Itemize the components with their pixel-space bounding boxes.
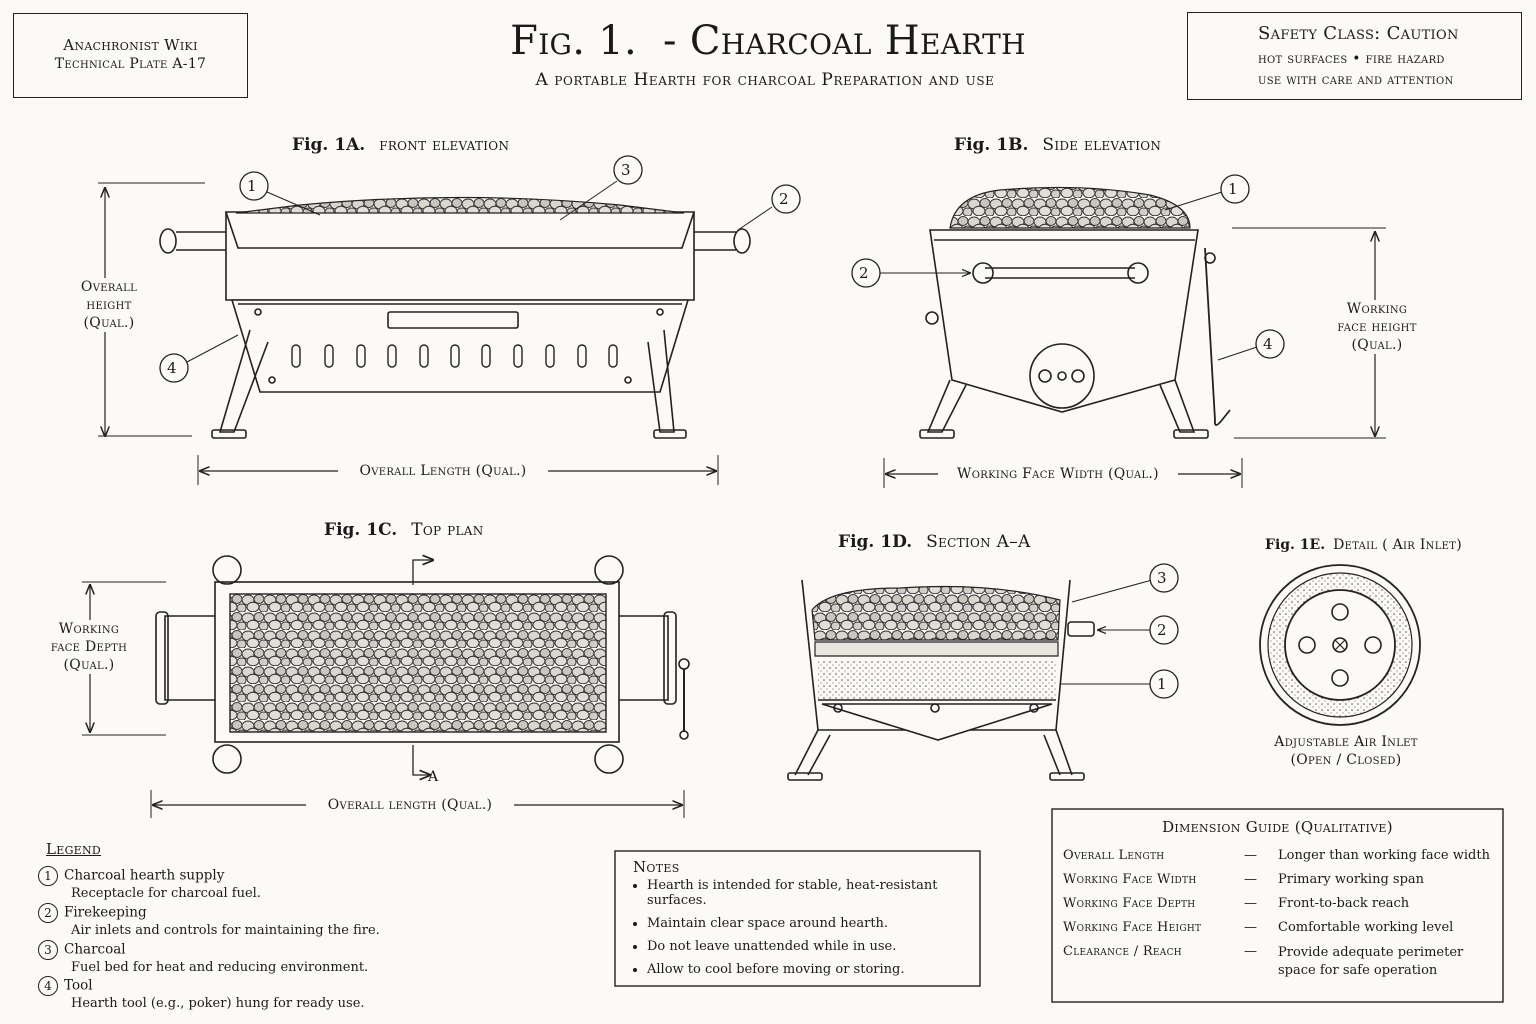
safety-title: Safety Class: Caution [1258, 23, 1459, 44]
callout-3: 3 [621, 161, 631, 179]
section-mark-label: A [428, 769, 439, 785]
dimension-guide-value: Longer than working face width [1278, 848, 1490, 863]
callout-4: 4 [1263, 335, 1273, 353]
working-face-depth-label: Working face Depth (Qual.) [46, 620, 132, 674]
callout-4: 4 [167, 359, 177, 377]
notes-title: Notes [633, 858, 680, 876]
legend-item: 4 Tool Hearth tool (e.g., poker) hung for… [38, 976, 365, 1012]
dimension-guide-dash: — [1244, 896, 1257, 911]
safety-line-1: hot surfaces • fire hazard [1258, 51, 1445, 67]
air-inlet-caption-line-2: (Open / Closed) [1290, 752, 1402, 768]
plate-id: Technical Plate A-17 [54, 56, 207, 72]
legend-item-name: Firekeeping [64, 904, 147, 921]
fig-1e-number: Fig. 1E. [1265, 537, 1326, 553]
callout-2: 2 [859, 264, 869, 282]
safety-box: Safety Class: Caution hot surfaces • fir… [1187, 12, 1522, 100]
callout-1: 1 [1157, 675, 1167, 693]
callout-2: 2 [1157, 621, 1167, 639]
legend-item: 3 Charcoal Fuel bed for heat and reducing… [38, 940, 368, 976]
legend-item: 2 Firekeeping Air inlets and controls for… [38, 903, 380, 939]
working-face-height-label: Working face height (Qual.) [1337, 300, 1417, 354]
fig-1a-name: front elevation [379, 135, 510, 155]
legend-item-number: 2 [38, 903, 58, 923]
fig-1b-title: Fig. 1B. Side elevation [954, 135, 1161, 155]
callout-1: 1 [247, 177, 257, 195]
legend-item-description: Hearth tool (e.g., poker) hung for ready… [71, 996, 365, 1011]
fig-1a-title: Fig. 1A. front elevation [292, 135, 509, 155]
fig-1d-number: Fig. 1D. [838, 532, 913, 552]
page-subtitle: A portable Hearth for charcoal Preparati… [535, 70, 995, 90]
safety-line-2: use with care and attention [1258, 72, 1454, 88]
fig-1e-name: Detail ( Air Inlet) [1333, 537, 1463, 553]
dimension-guide-key: Clearance / Reach [1063, 944, 1182, 959]
overall-length-label-top: Overall length (Qual.) [306, 796, 514, 814]
fig-1b-name: Side elevation [1042, 135, 1162, 155]
dimension-guide-key: Working Face Depth [1063, 896, 1196, 911]
callout-3: 3 [1157, 569, 1167, 587]
legend-item-number: 1 [38, 866, 58, 886]
notes-list: Hearth is intended for stable, heat-resi… [613, 878, 997, 985]
side-elevation-drawing [880, 186, 1386, 488]
dimension-guide-key: Working Face Height [1063, 920, 1202, 935]
legend-item-name: Tool [64, 977, 93, 994]
dimension-guide-title: Dimension Guide (Qualitative) [1162, 818, 1393, 836]
callout-2: 2 [779, 190, 789, 208]
legend-item-name: Charcoal [64, 941, 126, 958]
legend-item-number: 3 [38, 940, 58, 960]
legend-item-description: Fuel bed for heat and reducing environme… [71, 960, 369, 975]
overall-length-label-front: Overall Length (Qual.) [338, 462, 548, 480]
note-item: Maintain clear space around hearth. [647, 916, 997, 931]
fig-1a-number: Fig. 1A. [292, 135, 366, 155]
working-face-width-label: Working Face Width (Qual.) [938, 465, 1178, 483]
overall-height-label: Overall height (Qual.) [70, 278, 148, 332]
dimension-guide-dash: — [1244, 944, 1257, 959]
dimension-guide-dash: — [1244, 920, 1257, 935]
dimension-guide-value: Front-to-back reach [1278, 896, 1410, 911]
legend-item-name: Charcoal hearth supply [64, 867, 225, 884]
legend-item-description: Receptacle for charcoal fuel. [71, 886, 261, 901]
top-plan-drawing [82, 556, 690, 818]
fig-1e-title: Fig. 1E. Detail ( Air Inlet) [1265, 537, 1462, 553]
note-item: Allow to cool before moving or storing. [647, 962, 997, 977]
dimension-guide-key: Working Face Width [1063, 872, 1197, 887]
front-elevation-drawing [98, 180, 773, 485]
wiki-plate-box: Anachronist Wiki Technical Plate A-17 [13, 13, 248, 98]
callout-1: 1 [1228, 180, 1238, 198]
legend-item: 1 Charcoal hearth supply Receptacle for c… [38, 866, 261, 902]
fig-1c-number: Fig. 1C. [324, 520, 398, 540]
fig-1b-number: Fig. 1B. [954, 135, 1029, 155]
page-title: Fig. 1. - Charcoal Hearth [510, 18, 1026, 64]
dimension-guide-value: Comfortable working level [1278, 920, 1454, 935]
legend-title: Legend [46, 840, 102, 858]
note-item: Do not leave unattended while in use. [647, 939, 997, 954]
air-inlet-caption: Adjustable Air Inlet (Open / Closed) [1240, 733, 1452, 769]
dimension-guide-value: Primary working span [1278, 872, 1425, 887]
note-item: Hearth is intended for stable, heat-resi… [647, 878, 997, 908]
dimension-guide-dash: — [1244, 872, 1257, 887]
wiki-name: Anachronist Wiki [63, 36, 198, 54]
air-inlet-drawing [1259, 564, 1421, 726]
dimension-guide-value: Provide adequate perimeter space for saf… [1278, 945, 1464, 978]
fig-1c-name: Top plan [411, 520, 484, 540]
fig-1d-name: Section A–A [926, 532, 1031, 552]
section-drawing [787, 579, 1153, 781]
legend-item-number: 4 [38, 976, 58, 996]
fig-1c-title: Fig. 1C. Top plan [324, 520, 484, 540]
legend-item-description: Air inlets and controls for maintaining … [71, 923, 380, 938]
dimension-guide-key: Overall Length [1063, 848, 1165, 863]
dimension-guide-dash: — [1244, 848, 1257, 863]
fig-1d-title: Fig. 1D. Section A–A [838, 532, 1031, 552]
air-inlet-caption-line-1: Adjustable Air Inlet [1274, 734, 1418, 750]
